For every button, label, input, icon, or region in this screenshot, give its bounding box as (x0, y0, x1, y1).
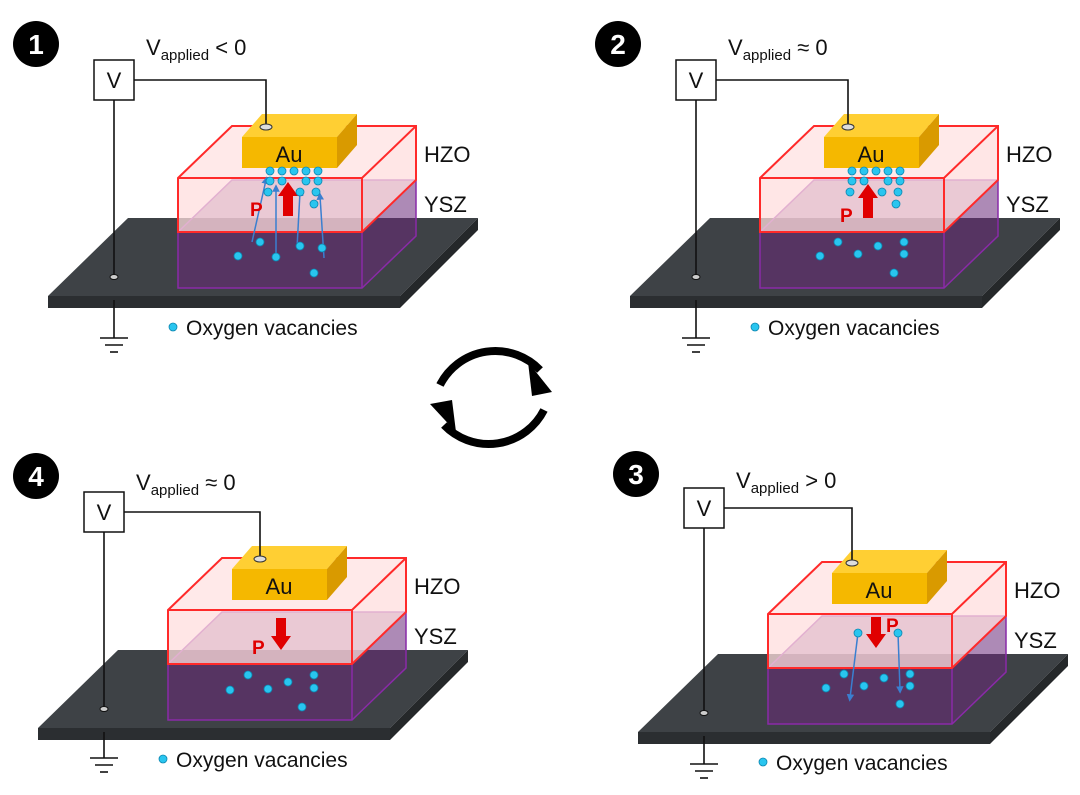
substrate-contact (99, 706, 109, 712)
legend-vacancy-icon (758, 757, 768, 767)
polarization-arrow-down (271, 618, 291, 650)
substrate-contact (699, 710, 709, 716)
polarization-arrow-up (278, 182, 298, 216)
voltmeter-label: V (689, 68, 704, 93)
legend-label: Oxygen vacancies (768, 317, 940, 340)
electrode-contact (259, 123, 273, 131)
electrode-contact (845, 559, 859, 567)
polarization-label: P (252, 638, 265, 659)
oxygen-vacancy-dots (233, 166, 327, 278)
substrate-contact (691, 274, 701, 280)
substrate-contact (109, 274, 119, 280)
step-number: 2 (610, 29, 626, 60)
panel-1: V 1 Vapplied < 0 Au HZO YSZ P Ox (13, 21, 478, 353)
legend-vacancy-icon (158, 754, 168, 764)
oxygen-vacancy-dots (225, 670, 319, 712)
electrode-label: Au (858, 142, 885, 167)
vacancy-migration-arrows (846, 632, 904, 702)
voltmeter-box (675, 59, 717, 101)
ground-icon (682, 337, 710, 353)
step-badge (595, 21, 641, 67)
hzo-label: HZO (1014, 578, 1060, 603)
ground-icon (100, 337, 128, 353)
electrode-label: Au (276, 142, 303, 167)
ground-icon (90, 757, 118, 773)
polarization-label: P (840, 206, 853, 227)
circuit-wire (703, 507, 853, 764)
voltmeter-box (93, 59, 135, 101)
electrode-label: Au (866, 578, 893, 603)
ysz-label: YSZ (414, 624, 457, 649)
oxygen-vacancy-dots (821, 628, 915, 709)
polarization-label: P (250, 200, 263, 221)
oxygen-vacancy-dots (815, 166, 909, 278)
applied-voltage-label: Vapplied > 0 (736, 468, 836, 497)
voltmeter-box (83, 491, 125, 533)
step-number: 4 (28, 461, 44, 492)
ysz-label: YSZ (424, 192, 467, 217)
legend-label: Oxygen vacancies (176, 749, 348, 772)
electrode-label: Au (266, 574, 293, 599)
polarization-arrow-down (866, 617, 886, 648)
panel-2: V 2 Vapplied ≈ 0 Au HZO YSZ P Oxygen vac… (595, 21, 1060, 353)
cycle-arrows-icon (430, 346, 552, 449)
hzo-label: HZO (1006, 142, 1052, 167)
voltmeter-label: V (697, 496, 712, 521)
step-badge (13, 453, 59, 499)
legend-vacancy-icon (168, 322, 178, 332)
applied-voltage-label: Vapplied < 0 (146, 35, 246, 64)
panel-4: V 4 Vapplied ≈ 0 Au HZO YSZ P Oxygen vac… (13, 453, 468, 773)
step-badge (13, 21, 59, 67)
panel-3: V 3 Vapplied > 0 Au HZO YSZ P Oxygen vac… (613, 451, 1068, 779)
panel-schematic (638, 550, 1068, 744)
hzo-label: HZO (414, 574, 460, 599)
legend-label: Oxygen vacancies (776, 752, 948, 775)
legend-vacancy-icon (750, 322, 760, 332)
voltmeter-label: V (97, 500, 112, 525)
applied-voltage-label: Vapplied ≈ 0 (136, 470, 236, 499)
hzo-label: HZO (424, 142, 470, 167)
polarization-arrow-up (858, 184, 878, 218)
step-number: 3 (628, 459, 644, 490)
electrode-contact (253, 555, 267, 563)
panel-schematic (630, 114, 1060, 308)
circuit-wire (103, 511, 261, 758)
step-badge (613, 451, 659, 497)
applied-voltage-label: Vapplied ≈ 0 (728, 35, 828, 64)
ysz-label: YSZ (1006, 192, 1049, 217)
voltmeter-box (683, 487, 725, 529)
ysz-label: YSZ (1014, 628, 1057, 653)
circuit-wire (695, 79, 849, 338)
step-number: 1 (28, 29, 44, 60)
legend-label: Oxygen vacancies (186, 317, 358, 340)
voltmeter-label: V (107, 68, 122, 93)
electrode-contact (841, 123, 855, 131)
circuit-wire (113, 79, 267, 338)
ground-icon (690, 763, 718, 779)
